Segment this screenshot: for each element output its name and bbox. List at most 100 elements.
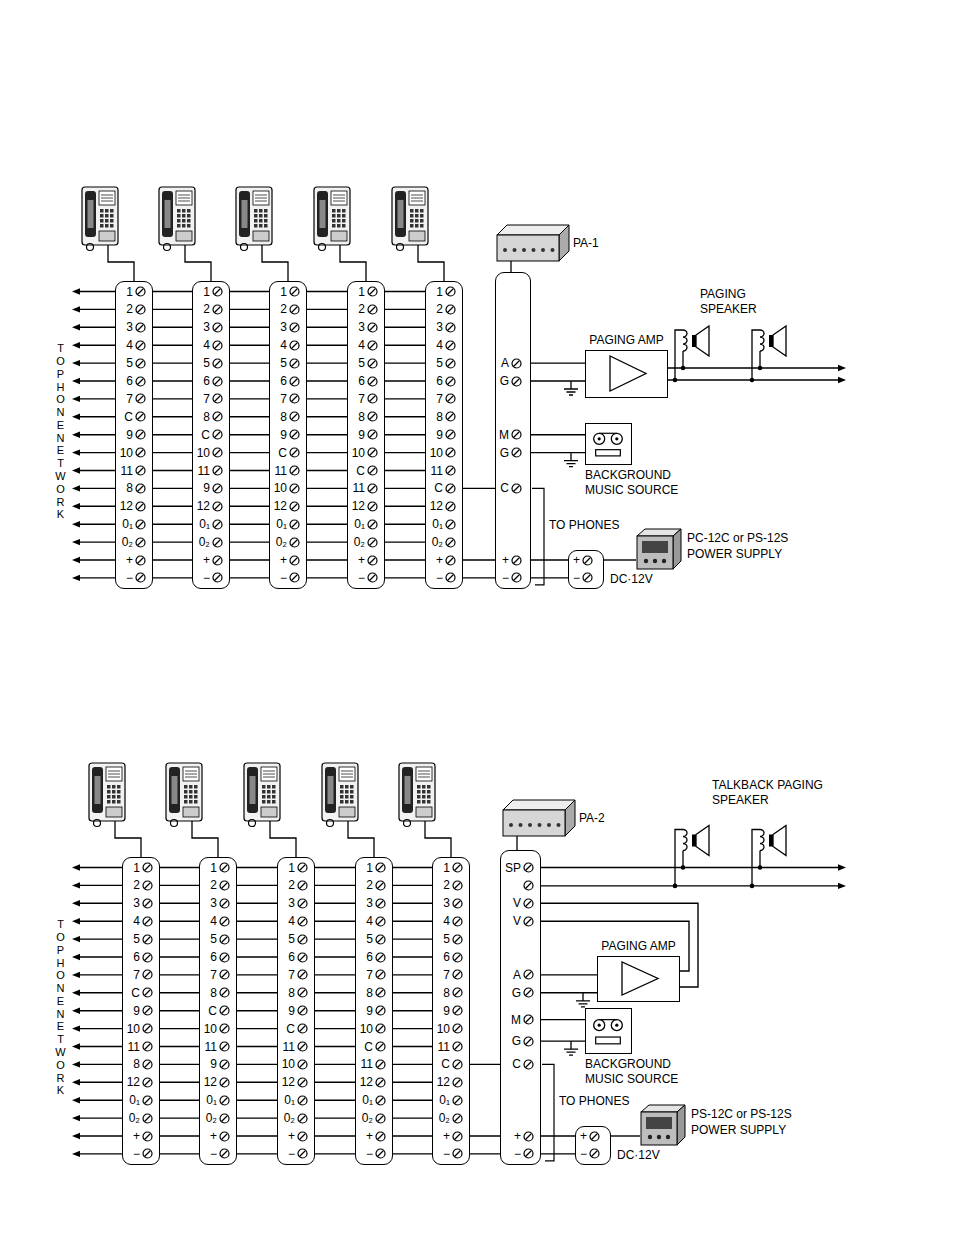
phone-body xyxy=(244,763,280,821)
screw-head xyxy=(136,287,145,296)
tape-reel xyxy=(594,1020,605,1031)
terminal-row: 0₂ xyxy=(356,1110,392,1126)
terminal-screw xyxy=(289,340,300,351)
terminal-row: 6 xyxy=(193,373,229,389)
screw-slot xyxy=(300,1026,306,1032)
terminal-screw xyxy=(289,286,300,297)
terminal-row: 6 xyxy=(200,949,236,965)
terminal-number: + xyxy=(579,1128,587,1144)
arrowhead xyxy=(838,883,846,889)
screw-slot xyxy=(514,485,520,491)
phone-handset-grip xyxy=(242,200,248,228)
screw-head xyxy=(376,953,385,962)
phone-key xyxy=(264,219,268,223)
terminal-screw xyxy=(367,519,378,530)
phone-base-panel xyxy=(261,807,277,817)
phone-handset xyxy=(162,191,173,237)
screw-slot xyxy=(292,306,298,312)
terminal-screw xyxy=(511,376,522,387)
screw-slot xyxy=(592,1133,598,1139)
screw-head xyxy=(453,1149,462,1158)
pa-device-knob xyxy=(547,823,551,827)
phone-display-line xyxy=(333,198,345,199)
wire-bundle xyxy=(531,363,585,381)
terminal-row: C xyxy=(200,1003,236,1019)
terminal-number: 3 xyxy=(281,895,295,911)
screw-head xyxy=(524,863,533,872)
terminal-row: 12 xyxy=(193,498,229,514)
screw-head xyxy=(143,863,152,872)
terminal-row: 4 xyxy=(433,913,469,929)
terminal-row: 10 xyxy=(348,445,384,461)
screw-head xyxy=(290,305,299,314)
terminal-number: − xyxy=(351,570,365,586)
screw-head xyxy=(376,1149,385,1158)
junction-dot xyxy=(758,366,763,371)
phone-handset xyxy=(247,767,258,813)
phone-cord-coil xyxy=(171,820,178,827)
phone-body xyxy=(314,187,350,245)
phone-display-line xyxy=(108,771,120,772)
terminal-screw xyxy=(375,1023,386,1034)
screw-head xyxy=(136,556,145,565)
terminal-screw xyxy=(452,1005,463,1016)
phone-key xyxy=(194,800,198,804)
terminal-row: 9 xyxy=(270,427,306,443)
label-anchor: PAGING SPEAKER xyxy=(700,287,782,317)
terminal-row: 2 xyxy=(433,877,469,893)
terminal-number: 11 xyxy=(273,463,287,479)
screw-slot xyxy=(455,972,461,978)
screw-head xyxy=(143,917,152,926)
terminal-screw xyxy=(367,322,378,333)
terminal-row: − xyxy=(348,570,384,586)
terminal-row: 1 xyxy=(193,284,229,300)
terminal-row: 0₁ xyxy=(356,1092,392,1108)
phone-cord-coil xyxy=(327,820,334,827)
terminal-row: 6 xyxy=(116,373,152,389)
device-label: PA-2 xyxy=(579,811,605,826)
terminal-number: 11 xyxy=(351,480,365,496)
screw-slot xyxy=(378,1079,384,1085)
terminal-number: 4 xyxy=(273,337,287,353)
terminal-row: − xyxy=(426,570,462,586)
screw-slot xyxy=(138,450,144,456)
terminal-row: M xyxy=(501,1012,540,1028)
phone-key xyxy=(254,224,258,228)
ps-front xyxy=(641,1112,677,1145)
screw-slot xyxy=(455,1097,461,1103)
terminal-screw xyxy=(289,304,300,315)
terminal-screw xyxy=(289,393,300,404)
terminal-number: A xyxy=(504,967,521,983)
arrowhead xyxy=(838,864,846,870)
phone-cord-coil xyxy=(397,244,404,251)
terminal-screw xyxy=(212,519,223,530)
terminal-screw xyxy=(212,429,223,440)
terminal-number: 0₂ xyxy=(126,1110,140,1126)
phone-display-line xyxy=(185,774,197,775)
terminal-row: 6 xyxy=(433,949,469,965)
tape-hub xyxy=(598,437,601,440)
terminal-screw xyxy=(523,1148,534,1159)
screw-slot xyxy=(526,918,532,924)
phone-key xyxy=(272,790,276,794)
phone-key xyxy=(100,224,104,228)
tape-base xyxy=(596,1037,621,1044)
phone-key xyxy=(184,795,188,799)
terminal-number: C xyxy=(119,409,133,425)
phone-key xyxy=(182,209,186,213)
terminal-number: 7 xyxy=(281,967,295,983)
screw-head xyxy=(136,430,145,439)
phone-display-line xyxy=(333,195,345,196)
terminal-row: 7 xyxy=(348,391,384,407)
screw-slot xyxy=(526,1038,532,1044)
terminal-number: M xyxy=(504,1012,521,1028)
terminal-number: 2 xyxy=(359,877,373,893)
wire-bundle xyxy=(611,1135,640,1136)
screw-head xyxy=(298,1096,307,1105)
screw-slot xyxy=(526,1151,532,1157)
phone-handset xyxy=(85,191,96,237)
screw-slot xyxy=(215,468,221,474)
terminal-strip: 1234567891011C120₁0₂+− xyxy=(425,281,463,589)
terminal-number: C xyxy=(504,1056,521,1072)
phone-body xyxy=(166,763,202,821)
